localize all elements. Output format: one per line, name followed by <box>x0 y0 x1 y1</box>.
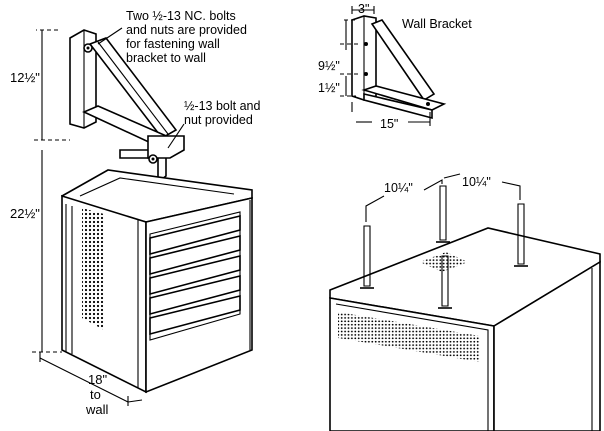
note-arm-bolt: ½-13 bolt and nut provided <box>184 99 260 127</box>
ceiling-dim-left: 10¼" <box>384 181 413 195</box>
dim-depth-wall: wall <box>85 402 109 417</box>
left-dimension-lines <box>32 29 143 406</box>
bracket-dim-bottom: 1½" <box>318 81 340 95</box>
leader-bolt-arm <box>167 123 185 149</box>
note-wall-bolts-line-4: bracket to wall <box>126 51 206 65</box>
threaded-rod-left <box>360 225 374 289</box>
front-louvers <box>149 211 241 341</box>
note-wall-bolts: Two ½-13 NC. bolts and nuts are provided… <box>126 9 247 65</box>
threaded-rod-front <box>438 255 452 309</box>
threaded-rod-right <box>514 203 528 267</box>
ceiling-dim-right: 10¼" <box>462 175 491 189</box>
wall-mounted-heater <box>32 27 253 406</box>
dim-depth-to-wall: 18" to wall <box>85 372 109 417</box>
ceiling-mounted-heater <box>329 173 601 431</box>
bracket-dim-top: 3" <box>358 2 369 16</box>
threaded-rod-center <box>436 185 450 243</box>
note-arm-bolt-line-2: nut provided <box>184 113 253 127</box>
dim-unit-height: 22½" <box>10 206 40 221</box>
bracket-dim-length: 15" <box>380 117 398 131</box>
wall-bracket-detail <box>340 6 447 126</box>
dim-bracket-height: 12½" <box>10 70 40 85</box>
note-wall-bolts-line-3: for fastening wall <box>126 37 220 51</box>
note-wall-bolts-line-1: Two ½-13 NC. bolts <box>126 9 236 23</box>
leader-bolts-wall <box>97 27 123 45</box>
dim-depth-value: 18" <box>88 372 107 387</box>
bracket-title: Wall Bracket <box>402 17 472 31</box>
mounted-wall-bracket <box>69 29 185 184</box>
heater-cabinet <box>60 169 253 394</box>
note-wall-bolts-line-2: and nuts are provided <box>126 23 247 37</box>
note-arm-bolt-line-1: ½-13 bolt and <box>184 99 260 113</box>
dim-depth-to: to <box>90 387 101 402</box>
bracket-dim-mid: 9½" <box>318 59 340 73</box>
